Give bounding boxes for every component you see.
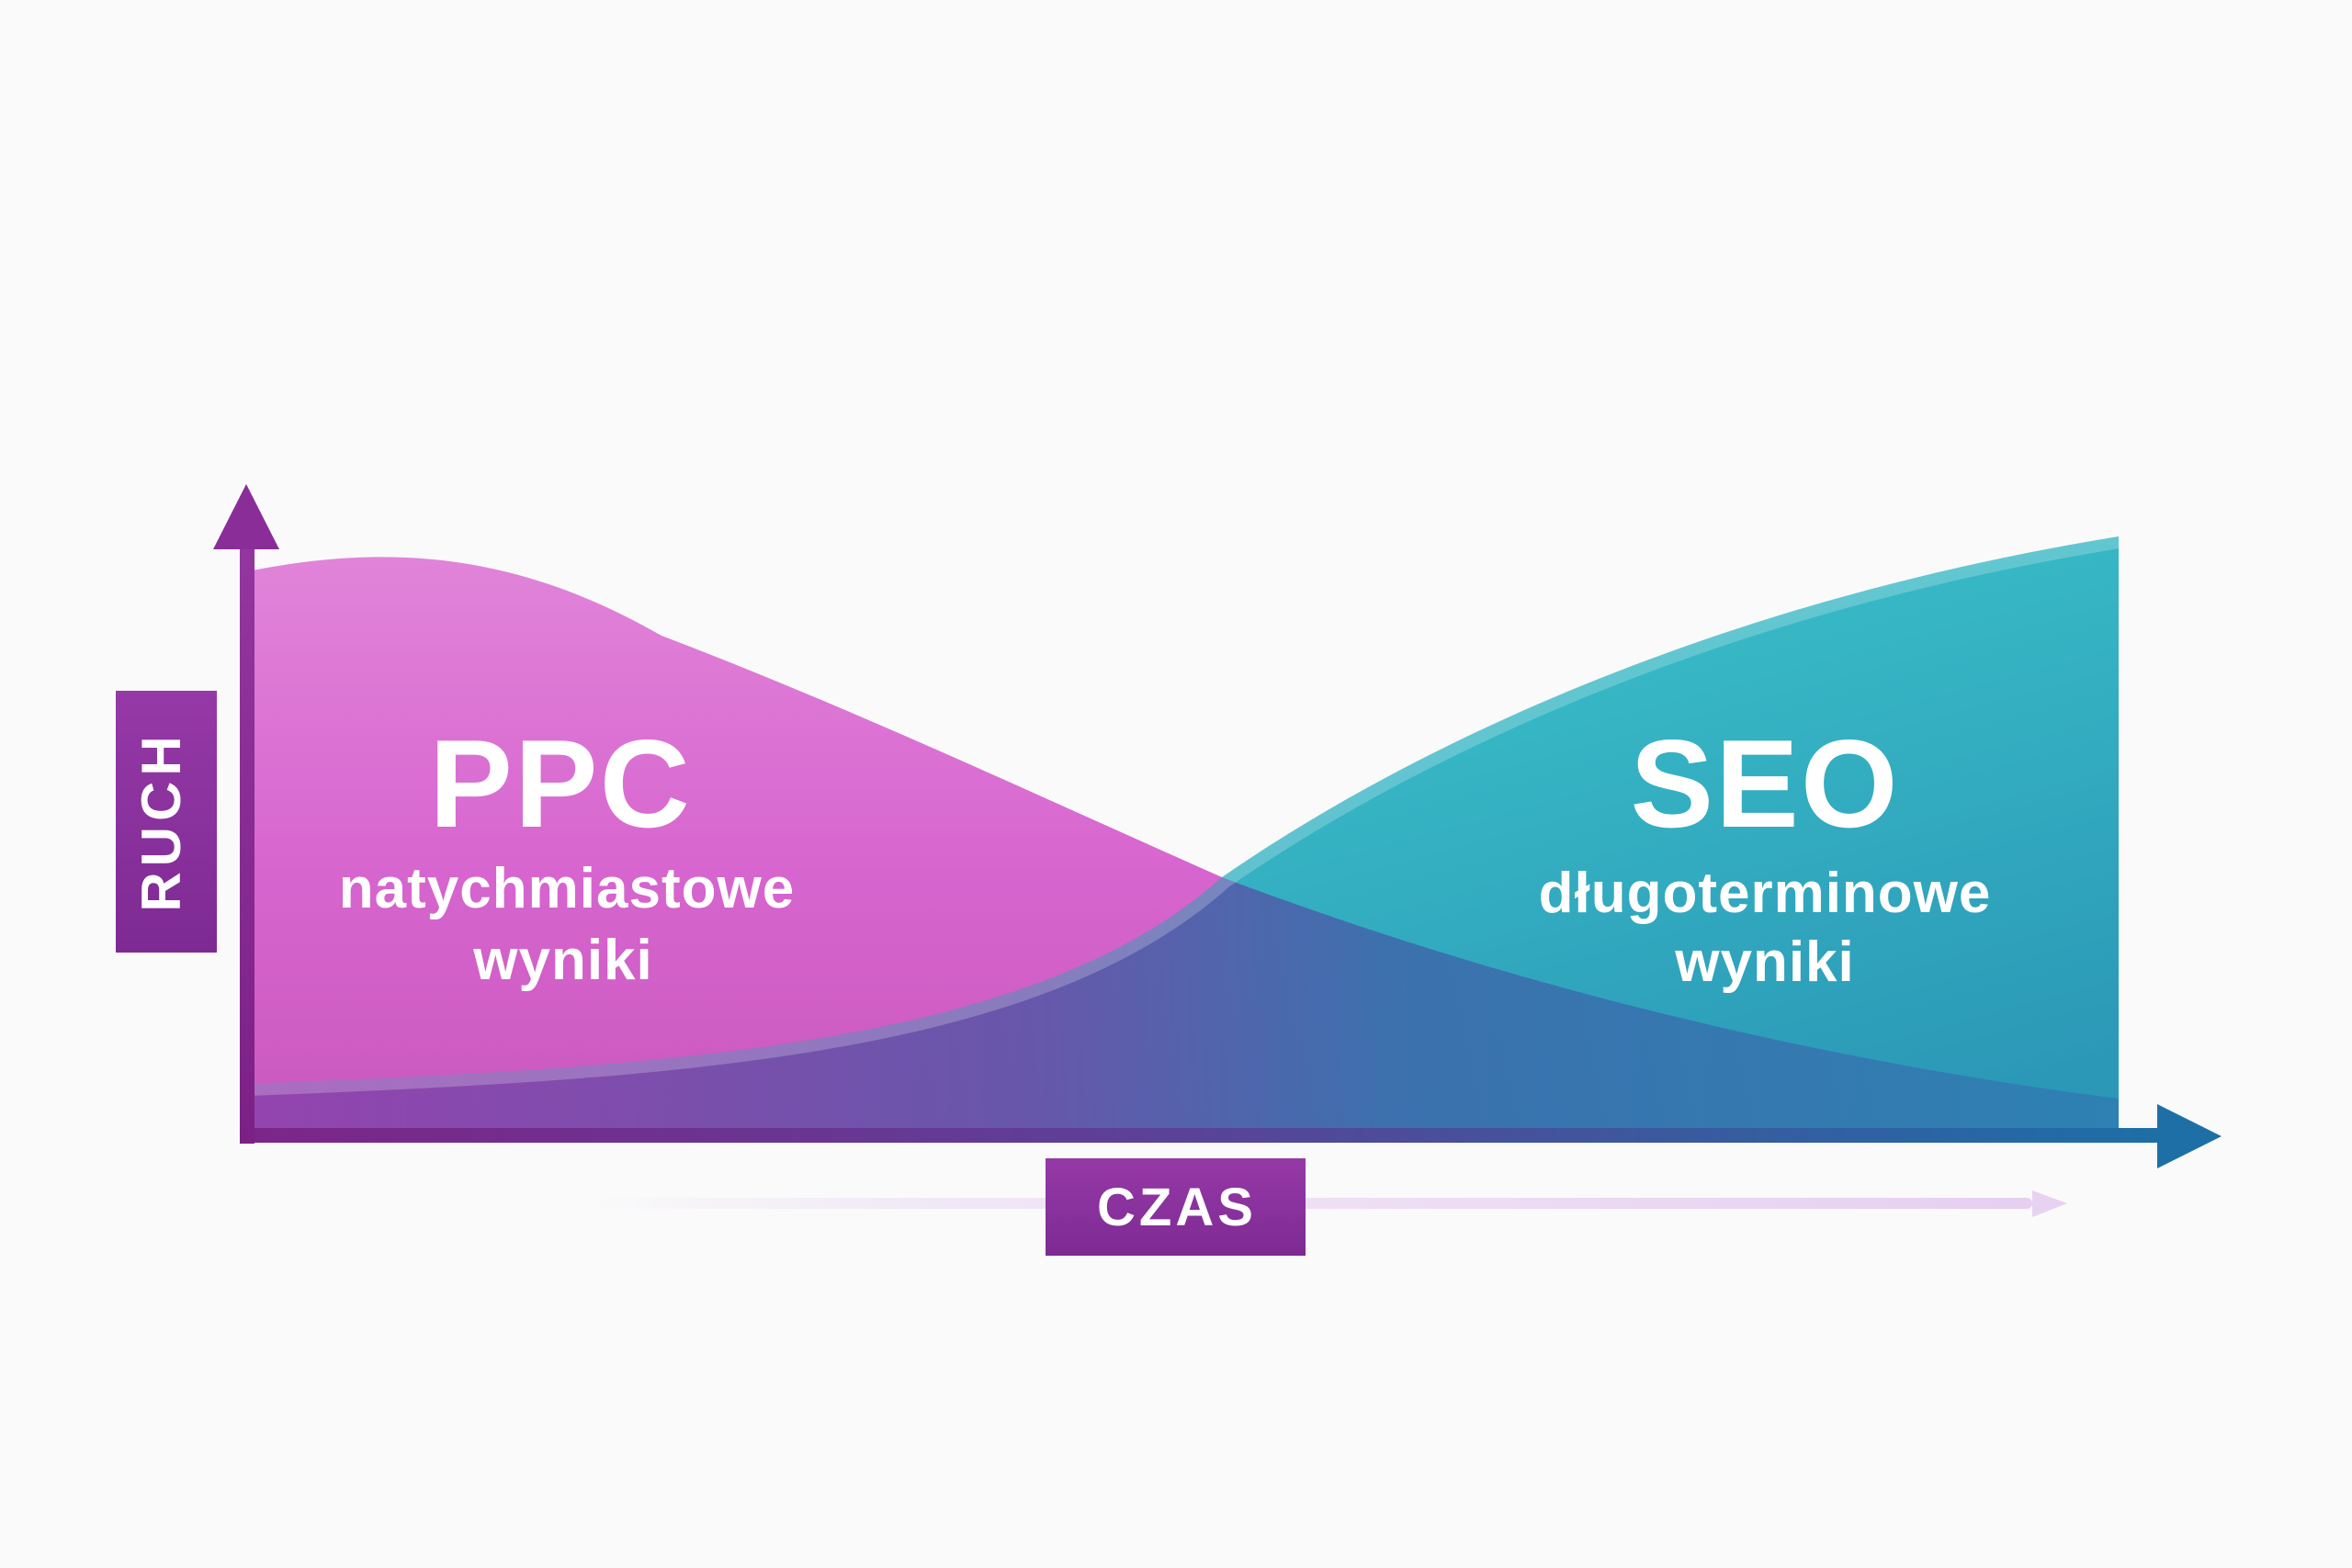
x-axis-label: CZAS xyxy=(1097,1178,1257,1237)
y-axis-arrow-icon xyxy=(213,484,279,549)
seo-area xyxy=(248,536,2119,1132)
y-axis-label: RUCH xyxy=(130,730,192,911)
seo-subtitle-line2: wyniki xyxy=(1674,931,1855,994)
ppc-label-group: PPC natychmiastowe wyniki xyxy=(339,714,795,992)
x-axis xyxy=(248,1104,2222,1168)
seo-subtitle-line1: długoterminowe xyxy=(1539,862,1992,925)
y-axis-line xyxy=(240,542,254,1144)
ppc-subtitle-line1: natychmiastowe xyxy=(339,857,795,920)
x-axis-line xyxy=(248,1128,2157,1143)
areas-overlap xyxy=(248,877,2119,1132)
seo-title: SEO xyxy=(1630,714,1899,853)
x-axis-arrow-icon xyxy=(2157,1104,2222,1168)
y-axis xyxy=(213,484,279,1144)
ppc-area xyxy=(248,557,2119,1132)
x-axis-badge: CZAS xyxy=(1046,1158,1306,1256)
seo-label-group: SEO długoterminowe wyniki xyxy=(1539,714,1992,994)
y-axis-badge: RUCH xyxy=(116,691,217,953)
faint-time-arrow xyxy=(588,1190,2067,1217)
ppc-subtitle-line2: wyniki xyxy=(472,929,653,992)
ppc-title: PPC xyxy=(429,714,692,853)
